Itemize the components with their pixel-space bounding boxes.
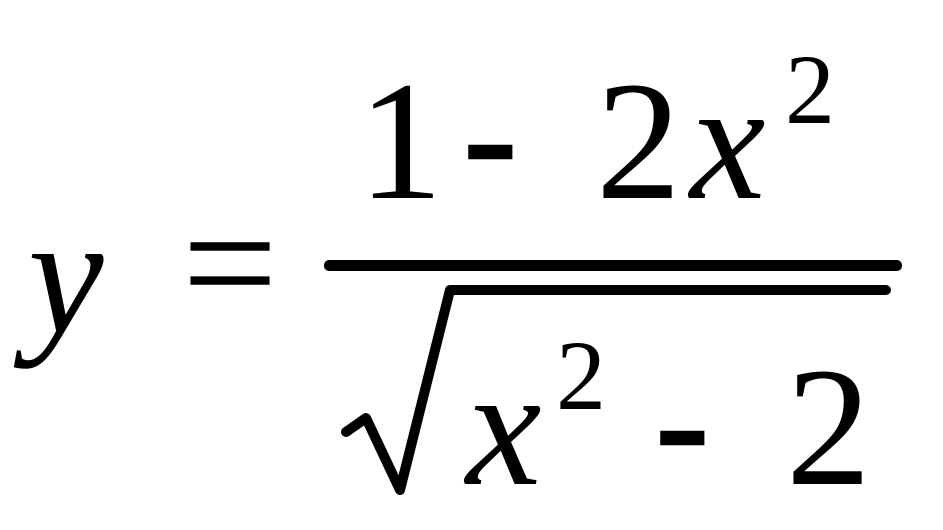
numerator-constant: 1 [358,47,443,235]
denominator-constant: 2 [786,333,871,521]
lhs-variable: y [28,181,104,369]
denominator-minus-sign: - [654,327,711,515]
radical-stroke [341,285,891,495]
denominator-exponent: 2 [556,320,606,431]
fraction-bar [324,260,902,271]
numerator-exponent: 2 [785,34,835,145]
numerator-variable: x [690,47,766,235]
numerator-coefficient: 2 [596,47,681,235]
equals-sign: = [182,169,278,357]
denominator-variable: x [466,333,542,521]
numerator-minus-sign: - [462,41,519,229]
